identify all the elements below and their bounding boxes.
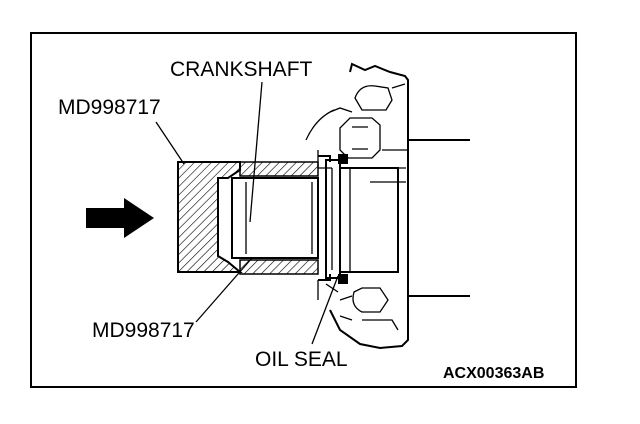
label-tool-upper: MD998717 — [58, 96, 161, 119]
label-tool-lower: MD998717 — [92, 319, 195, 342]
figure-border — [30, 32, 577, 388]
leader-tool-upper — [155, 121, 185, 165]
leader-tool-lower — [195, 257, 253, 323]
leader-oil-seal — [311, 275, 339, 345]
right-arrow-icon — [86, 198, 154, 238]
special-tool-md998717 — [177, 155, 331, 281]
label-crankshaft: CRANKSHAFT — [170, 58, 313, 81]
leader-crankshaft — [249, 81, 263, 223]
engine-block — [305, 62, 470, 350]
figure-code: ACX00363AB — [443, 365, 544, 382]
label-oil-seal: OIL SEAL — [255, 348, 348, 371]
crankshaft-assembly — [325, 154, 399, 284]
